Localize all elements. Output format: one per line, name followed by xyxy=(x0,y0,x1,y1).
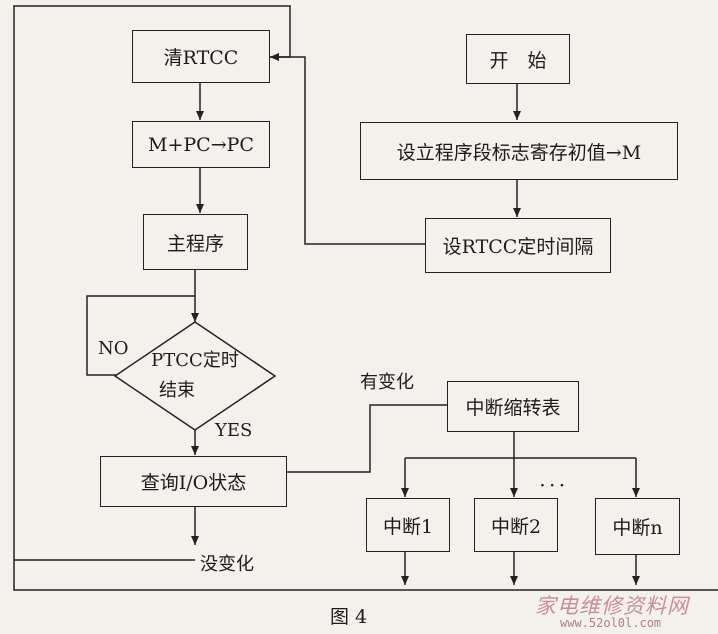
ptcc-decision-text: PTCC定时 结束 xyxy=(125,346,265,406)
edge-interval-to-clear xyxy=(270,53,425,245)
set-rtcc-interval-box: 设RTCC定时间隔 xyxy=(425,218,611,273)
edge-query-to-table xyxy=(287,404,447,473)
interrupt-table-box: 中断缩转表 xyxy=(447,381,579,432)
unchanged-label: 没变化 xyxy=(200,554,254,575)
set-init-value-label: 设立程序段标志寄存初值→M xyxy=(396,141,642,164)
no-label: NO xyxy=(98,338,129,359)
set-rtcc-interval-label: 设RTCC定时间隔 xyxy=(442,236,594,258)
set-init-value-box: 设立程序段标志寄存初值→M xyxy=(360,122,678,180)
interrupt-2-label: 中断2 xyxy=(490,515,542,538)
interrupt-n-box: 中断n xyxy=(595,498,680,555)
m-plus-pc-label: M+PC→PC xyxy=(148,133,254,156)
interrupt-n-label: 中断n xyxy=(612,517,663,539)
interrupt-1-box: 中断1 xyxy=(366,498,450,552)
changed-label: 有变化 xyxy=(360,372,414,393)
clear-rtcc-box: 清RTCC xyxy=(132,30,270,83)
interrupt-table-label: 中断缩转表 xyxy=(465,397,561,419)
ptcc-decision-line1: PTCC定时 xyxy=(151,350,239,371)
decision-diamond xyxy=(113,321,277,431)
figure-caption: 图 4 xyxy=(330,606,368,628)
query-io-label: 查询I/O状态 xyxy=(140,472,247,494)
start-label: 开 始 xyxy=(489,49,547,72)
yes-label: YES xyxy=(215,420,253,441)
interrupt-2-box: 中断2 xyxy=(474,498,558,552)
watermark-title: 家电维修资料网 xyxy=(535,594,689,618)
ellipsis-label: · · · xyxy=(540,478,565,494)
start-box: 开 始 xyxy=(466,34,570,84)
interrupt-1-label: 中断1 xyxy=(382,515,434,538)
main-program-box: 主程序 xyxy=(143,214,248,270)
query-io-box: 查询I/O状态 xyxy=(100,456,287,507)
m-plus-pc-box: M+PC→PC xyxy=(132,121,270,168)
watermark-url: www.52ol0l.com xyxy=(560,616,662,630)
main-program-label: 主程序 xyxy=(166,232,224,255)
ptcc-decision-line2: 结束 xyxy=(159,380,195,401)
clear-rtcc-label: 清RTCC xyxy=(163,47,239,69)
edge-no-loop xyxy=(86,295,195,376)
